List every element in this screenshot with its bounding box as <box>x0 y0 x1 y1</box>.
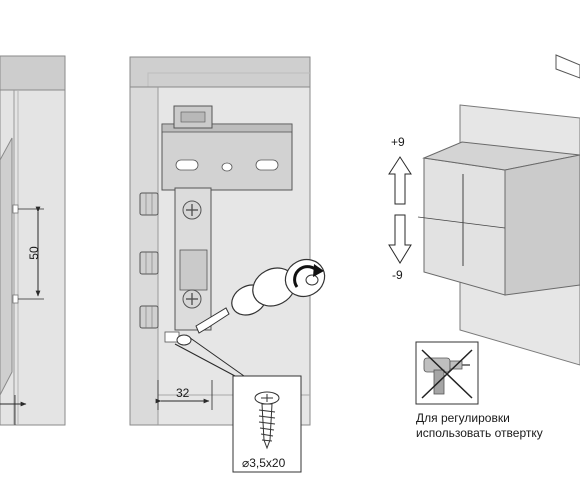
hanger-mount-view <box>129 56 326 426</box>
cabinet-box-icon <box>417 54 580 366</box>
adjust-down-label: -9 <box>392 268 403 282</box>
height-dimension-label: 50 <box>27 246 41 260</box>
screw-icon <box>254 391 280 450</box>
side-panel-dimension-view <box>0 55 66 426</box>
dowel-bottom <box>139 305 159 329</box>
arrow-up-icon <box>388 156 412 205</box>
arrow-down-icon <box>388 214 412 264</box>
depth-dimension-label: 32 <box>176 386 190 400</box>
screw-spec-label: ⌀3,5x20 <box>242 456 286 470</box>
screw-callout <box>232 375 302 473</box>
screwdriver-note-line2: использовать отвертку <box>416 426 543 440</box>
adjust-up-label: +9 <box>391 135 405 149</box>
dowel-top <box>139 192 159 216</box>
mounting-rail <box>161 105 293 191</box>
dowel-middle <box>139 251 159 275</box>
screwdriver-note-line1: Для регулировки <box>416 411 510 425</box>
rotate-arrow-icon <box>293 264 324 288</box>
screwdriver-note: Для регулировки использовать отвертку <box>416 411 543 441</box>
no-power-drill-icon <box>415 341 479 405</box>
cabinet-hanger <box>164 187 212 343</box>
